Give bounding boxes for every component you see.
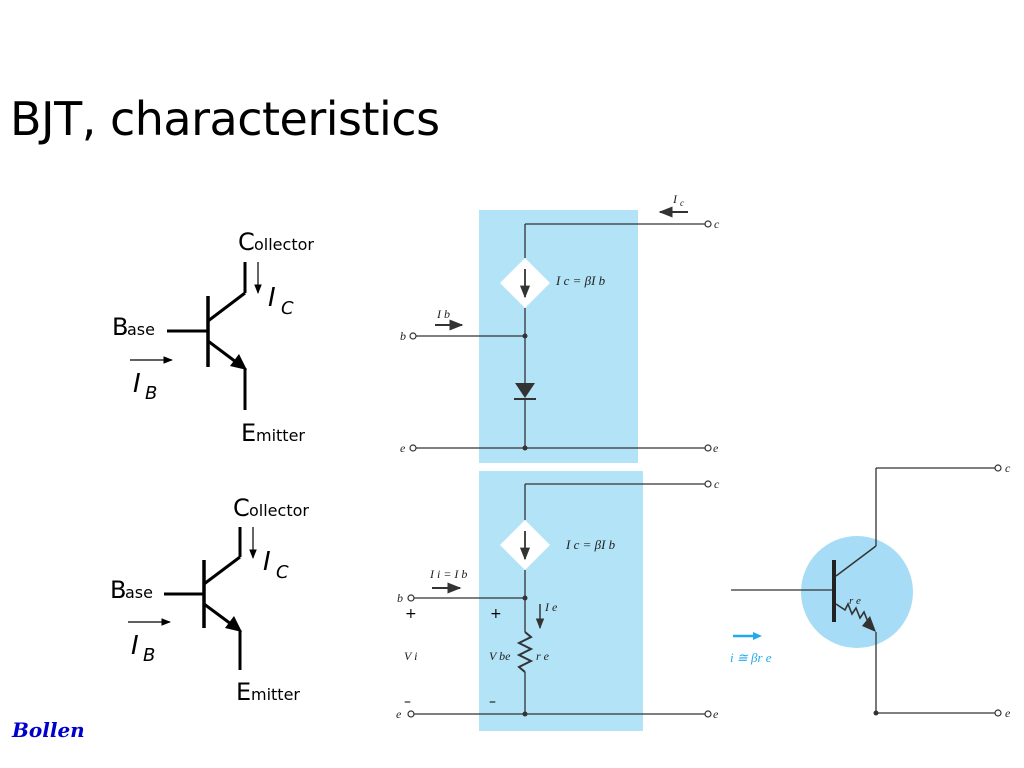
re-label: r e [536, 649, 550, 663]
base-cap-label: B [110, 576, 126, 604]
slide-title: BJT, characteristics [10, 92, 440, 146]
emitter-cap-label: E [241, 419, 256, 447]
ib-label: I b [436, 307, 450, 321]
bjt-symbol-bottom: C ollector B ase E mitter I C I B [110, 494, 309, 706]
node-e-label: e [1005, 706, 1011, 720]
model-panel [479, 471, 643, 731]
node-b-label: b [400, 329, 406, 343]
node-e-right-label: e [713, 441, 719, 455]
base-label: ase [125, 583, 153, 602]
ic-sub-label: C [281, 298, 294, 319]
node-e-left-label: e [396, 707, 402, 721]
collector-label: ollector [249, 501, 309, 520]
collector-cap-label: C [238, 228, 255, 256]
vi-plus-sign: + [405, 606, 417, 622]
ib-label: I [133, 369, 141, 399]
author-signature: Bollen [12, 718, 85, 742]
emitter-label: mitter [256, 426, 305, 445]
base-label: ase [127, 320, 155, 339]
vbe-label: V be [489, 649, 511, 663]
ib-sub-label: B [143, 645, 155, 666]
ib-sub-label: B [145, 383, 157, 404]
equivalent-model-bottom: I c = βI b I i = I b I e r e V be V i + … [396, 471, 720, 731]
source-equation: I c = βI b [555, 273, 606, 288]
equivalent-model-top: I c I c = βI b I b c b e e [400, 192, 720, 463]
ic-label: I [672, 192, 678, 206]
vbe-minus-sign: – [489, 694, 496, 710]
resistor-icon [516, 631, 534, 673]
source-equation: I c = βI b [565, 537, 616, 552]
node-c-label: c [714, 217, 720, 231]
bjt-symbol-top: C ollector B ase E mitter I C I B [112, 228, 314, 447]
ii-label: I i = I b [429, 567, 467, 581]
diode-icon [515, 383, 535, 398]
re-transistor-model: r e i ≅ βr e c e [730, 461, 1011, 720]
ib-label: I [131, 631, 139, 661]
ic-sub-label: C [276, 562, 289, 583]
collector-cap-label: C [233, 494, 250, 522]
ic-label: I [268, 283, 276, 313]
zi-label: i ≅ βr e [730, 650, 772, 665]
transistor-circle [801, 536, 913, 648]
collector-label: ollector [254, 235, 314, 254]
re-label: r e [849, 595, 861, 607]
ic-sub-label: c [680, 198, 684, 208]
base-cap-label: B [112, 313, 128, 341]
node-e-left-label: e [400, 441, 406, 455]
vi-minus-sign: – [404, 694, 411, 710]
ic-label: I [263, 547, 271, 577]
node-e-right-label: e [713, 707, 719, 721]
resistor-icon [835, 602, 869, 623]
ie-label: I e [544, 600, 558, 614]
vbe-plus-sign: + [490, 606, 502, 622]
node-c-label: c [714, 477, 720, 491]
emitter-label: mitter [251, 685, 300, 704]
node-b-label: b [397, 591, 403, 605]
node-c-label: c [1005, 461, 1011, 475]
vi-label: V i [404, 649, 417, 663]
emitter-cap-label: E [236, 678, 251, 706]
